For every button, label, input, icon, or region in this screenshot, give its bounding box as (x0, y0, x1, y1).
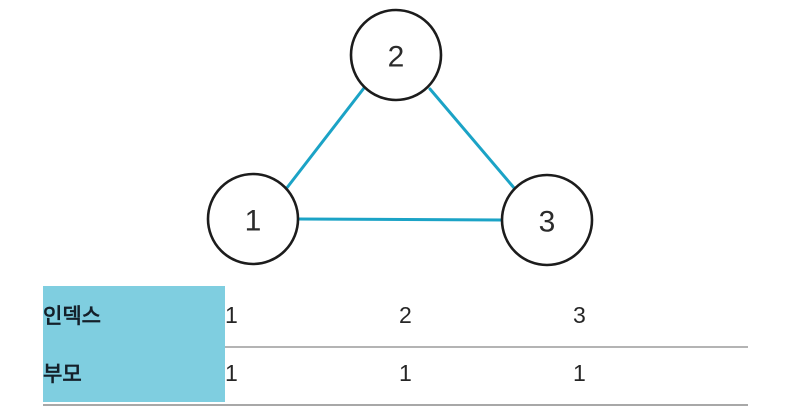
edge-node1-node3 (296, 217, 504, 222)
cell-index-3: 3 (573, 286, 748, 344)
cell-parent-3: 1 (573, 344, 748, 402)
cell-parent-2: 1 (399, 344, 573, 402)
edge-node1-node2 (284, 86, 366, 191)
row-header-index: 인덱스 (43, 286, 225, 344)
cell-parent-1: 1 (225, 344, 399, 402)
node-2-circle (349, 8, 443, 102)
node-2-label: 2 (388, 41, 405, 74)
node-3-label: 3 (539, 206, 556, 239)
table-middle-rule (225, 346, 748, 348)
node-1-label: 1 (245, 205, 262, 238)
graph-node-2[interactable]: 2 (349, 8, 443, 102)
graph-figure: 2 1 3 (206, 8, 594, 267)
table-row-index: 인덱스 1 2 3 (43, 286, 748, 344)
edge-node2-node3 (428, 87, 517, 191)
node-1-circle (206, 172, 300, 266)
graph-canvas: 2 1 3 (206, 8, 594, 267)
row-header-parent: 부모 (43, 344, 225, 402)
graph-node-1[interactable]: 1 (206, 172, 300, 266)
parent-array-table: 인덱스 1 2 3 부모 1 1 1 (43, 286, 748, 402)
cell-index-2: 2 (399, 286, 573, 344)
node-3-circle (500, 173, 594, 267)
cell-index-1: 1 (225, 286, 399, 344)
table-bottom-rule (43, 404, 748, 406)
graph-node-3[interactable]: 3 (500, 173, 594, 267)
table-row-parent: 부모 1 1 1 (43, 344, 748, 402)
